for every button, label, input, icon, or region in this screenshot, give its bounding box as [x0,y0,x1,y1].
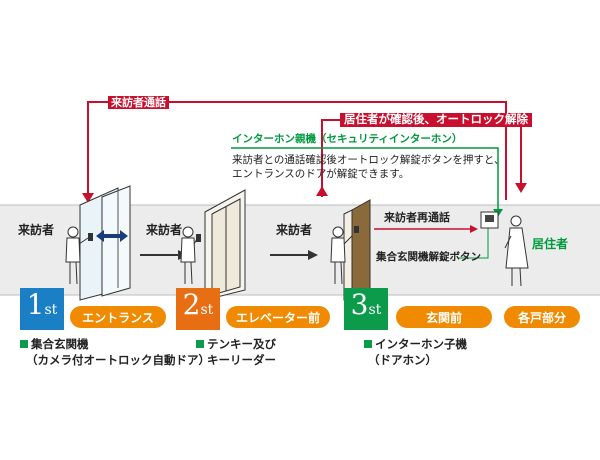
step-2-number: 2 [182,288,201,321]
step-3-caption-text2: （ドアホン） [368,353,437,367]
visitor-call-arrowhead [82,193,94,203]
step-1-caption-line2: （カメラ付オートロック自動ドア） [20,352,210,368]
step-1-number: 1 [26,288,45,321]
step-3-pill: 玄関前 [396,306,492,328]
entrance-panel-icon [88,233,93,241]
flow-arrow-2-head [308,250,318,260]
resident-unlock-arrowhead [515,183,527,193]
step-2-suffix: st [200,302,214,318]
keypad-icon [196,234,201,242]
step-2-caption-text2: キーリーダー [207,353,276,367]
front-door-graphic [343,199,371,301]
step-3-caption: インターホン子機 （ドアホン） [364,336,467,368]
visitor-2-label: 来訪者 [146,223,183,237]
intercom-note-line1: 来訪者との通話確認後オートロック解錠ボタンを押すと、 [232,154,505,166]
step-1-caption: 集合玄関機 （カメラ付オートロック自動ドア） [20,336,210,368]
step-3-caption-line2: （ドアホン） [364,352,467,368]
visitor-call-label: 来訪者通話 [108,96,169,109]
step-2-caption-line1: テンキー及び [196,336,276,352]
recall-arrowhead [470,225,478,233]
door-arrow-right [120,230,128,242]
elevator-graphic [204,189,246,301]
step-2-caption-line2: キーリーダー [196,352,276,368]
step-3-caption-line1: インターホン子機 [364,336,467,352]
unlock-button-label: 集合玄関機解錠ボタン [376,251,481,263]
step-1-suffix: st [44,302,58,318]
entrance-glass-right [101,185,131,297]
visitor-3-figure [330,226,353,285]
visitor-3-label: 来訪者 [276,223,313,237]
unlock-button-leader [458,224,489,259]
step-1-caption-text1: 集合玄関機 [31,337,89,351]
intercom-note-line2: エントランスのドアが解錠できます。 [232,168,410,180]
step-3-suffix: st [368,302,382,318]
door-arrow-bar [104,234,120,238]
step-2-caption-text1: テンキー及び [207,337,276,351]
step-2-pill: エレベーター前 [226,306,330,328]
visitor-recall-label: 来訪者再通話 [384,211,450,224]
intercom-line [231,147,499,210]
visitor-1-label: 来訪者 [18,223,55,237]
unit-pill: 各戸部分 [504,306,580,328]
step-1-caption-line1: 集合玄関機 [20,336,210,352]
visitor-call-line [87,101,507,200]
resident-figure [504,215,529,287]
step-3-caption-text1: インターホン子機 [375,337,467,351]
door-arrow-left [96,230,104,242]
resident-label: 居住者 [532,237,569,251]
visitor-2-figure [180,226,198,285]
step-1-pill: エントランス [70,306,166,328]
step-1-caption-text2: （カメラ付オートロック自動ドア） [26,353,210,367]
step-2-caption: テンキー及び キーリーダー [196,336,276,368]
intercom-master-label: インターホン親機（セキュリティインターホン） [232,133,463,145]
visitor-1-figure [65,226,89,285]
intercom-screen [485,215,494,222]
resident-unlock-label: 居住者が確認後、オートロック解除 [340,113,532,127]
resident-unlock-arrowtail [316,186,328,196]
doorphone-icon [354,226,359,233]
step-3-number: 3 [350,288,369,321]
